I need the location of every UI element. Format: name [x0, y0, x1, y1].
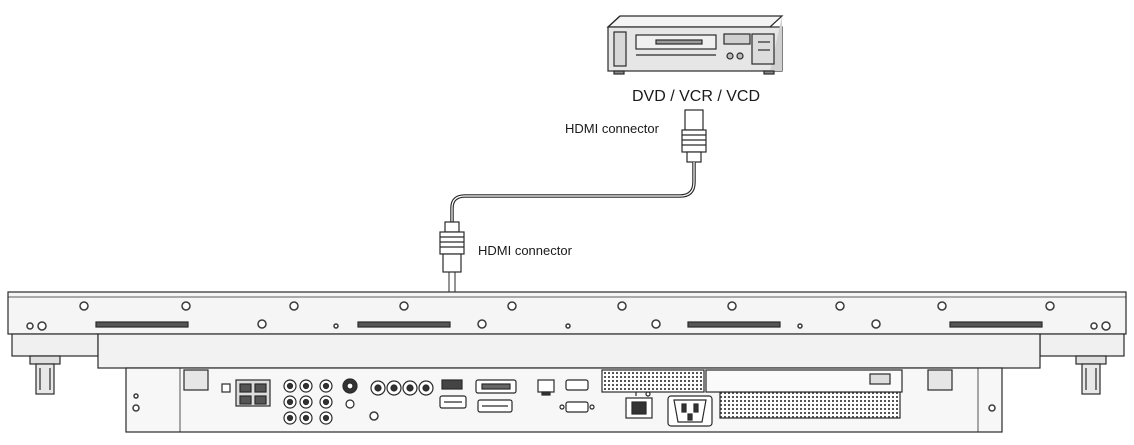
- device-label: DVD / VCR / VCD: [632, 88, 760, 105]
- power-switch-icon: [625, 391, 653, 419]
- rear-connectors: [221, 378, 595, 425]
- hdmi-plug-icon: [439, 221, 465, 273]
- monitor-rear-panel-icon: [7, 291, 1127, 433]
- dvd-player-icon: [606, 15, 784, 75]
- ac-inlet-icon: [667, 395, 713, 427]
- panel-screws: [26, 301, 1111, 421]
- top-connector-label: HDMI connector: [565, 121, 660, 136]
- bottom-connector-label: HDMI connector: [478, 243, 573, 258]
- hdmi-cable: [450, 162, 696, 222]
- hdmi-plug-icon: [681, 109, 707, 163]
